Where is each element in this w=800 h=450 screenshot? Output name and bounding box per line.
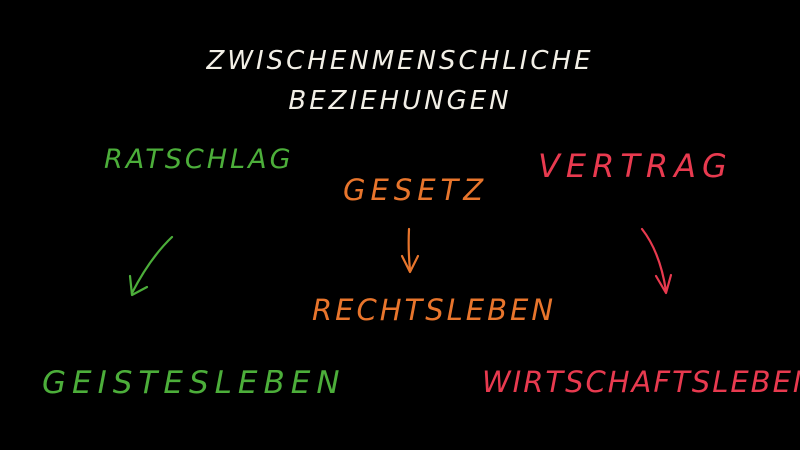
label-vertrag: VERTRAG: [538, 147, 733, 185]
label-geistesleben: GEISTESLEBEN: [42, 365, 346, 401]
arrow-gesetz-to-rechtsleben: [400, 227, 420, 274]
arrow-vertrag-to-wirtschaftsleben: [640, 227, 673, 295]
arrow-ratschlag-to-geistesleben: [128, 235, 174, 297]
label-wirtschaftsleben: WIRTSCHAFTSLEBEN: [482, 365, 800, 399]
diagram-title-line-2: BEZIEHUNGEN: [288, 86, 512, 116]
diagram-title-line-1: ZWISCHENMENSCHLICHE: [206, 46, 594, 76]
label-gesetz: GESETZ: [343, 173, 489, 207]
label-ratschlag: RATSCHLAG: [104, 144, 294, 175]
label-rechtsleben: RECHTSLEBEN: [312, 293, 557, 327]
